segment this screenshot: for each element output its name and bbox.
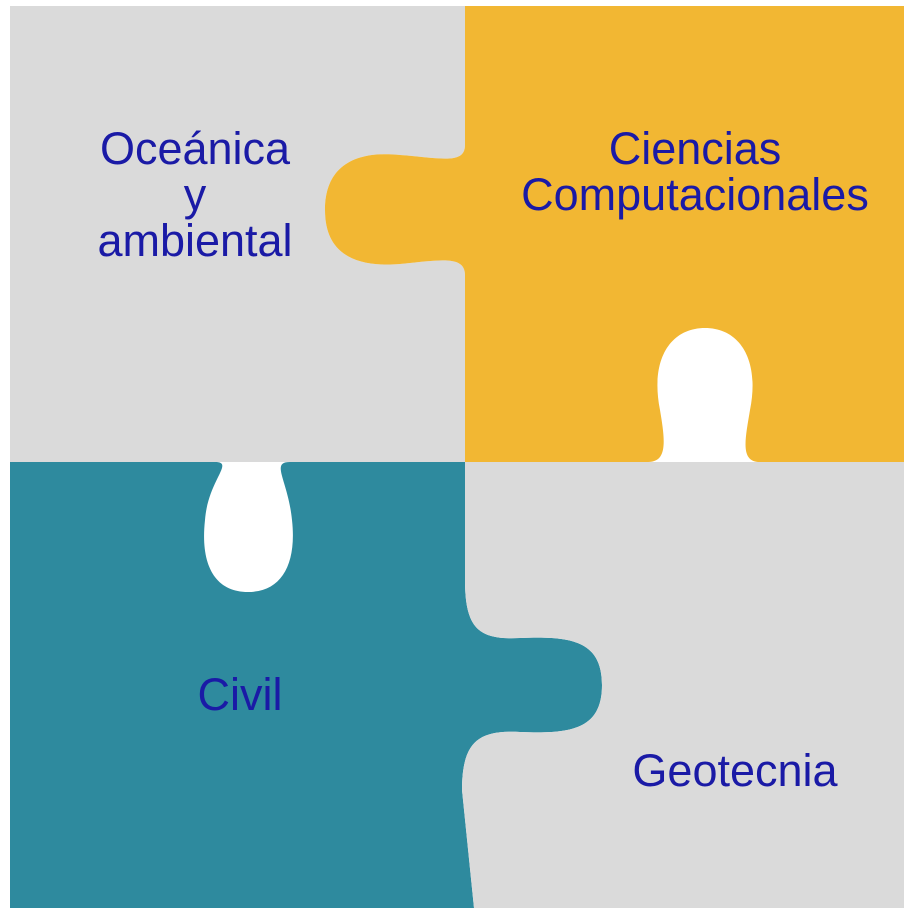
piece-top-right: [325, 6, 904, 462]
piece-bottom-left: [10, 462, 602, 908]
label-oceanica-ambiental: Oceánica y ambiental: [70, 126, 320, 264]
label-line: ambiental: [97, 215, 293, 266]
label-ciencias-computacionales: Ciencias Computacionales: [490, 126, 900, 218]
label-civil: Civil: [160, 672, 320, 717]
piece-top-left: [10, 6, 465, 462]
label-line: Ciencias: [608, 123, 782, 174]
label-line: Geotecnia: [632, 745, 838, 796]
label-line: Oceánica: [99, 123, 291, 174]
label-geotecnia: Geotecnia: [590, 748, 880, 793]
label-line: Civil: [197, 669, 283, 720]
piece-bottom-right: [462, 462, 904, 908]
label-line: Computacionales: [521, 169, 869, 220]
label-line: y: [183, 169, 207, 220]
